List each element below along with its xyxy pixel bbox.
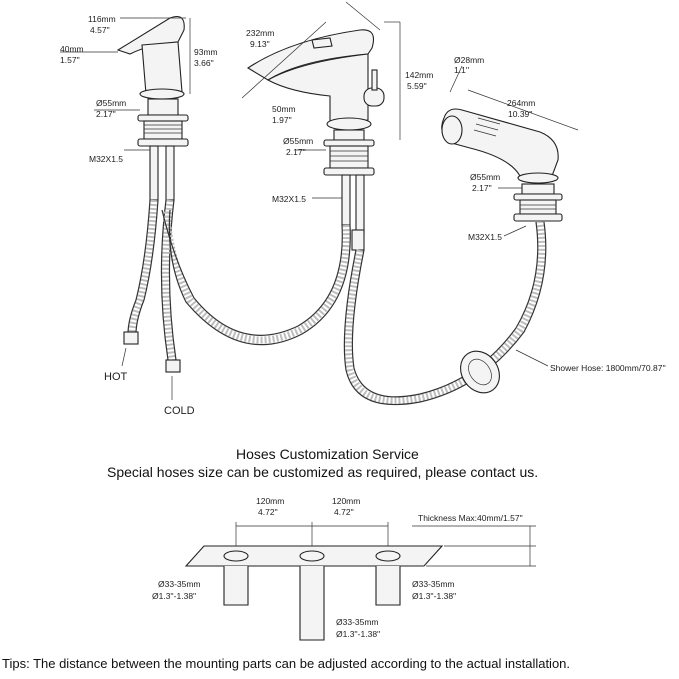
shower-hose-label: Shower Hose: 1800mm/70.87'' (550, 363, 666, 373)
tips-text: Tips: The distance between the mounting … (2, 656, 570, 671)
base1-in: 2.17'' (96, 109, 116, 119)
handle-diameter-mm: Ø28mm (454, 55, 484, 65)
spout2-depth-in: 1.97'' (272, 115, 292, 125)
spout1-width-in: 4.57'' (90, 25, 110, 35)
spout1-depth-mm: 40mm (60, 44, 84, 54)
small-spout (116, 15, 189, 201)
spout2-depth-mm: 50mm (272, 104, 296, 114)
large-spout (246, 29, 385, 236)
shower-length-mm: 264mm (507, 98, 535, 108)
customization-title: Hoses Customization Service (236, 446, 419, 462)
thickness-label: Thickness Max:40mm/1.57'' (418, 513, 523, 523)
base2-in: 2.17'' (286, 147, 306, 157)
hole-mid-mm: Ø33-35mm (336, 617, 379, 627)
hole-mid-in: Ø1.3''-1.38'' (336, 629, 381, 639)
thread1-label: M32X1.5 (89, 154, 123, 164)
spout1-depth-in: 1.57'' (60, 55, 80, 65)
spout1-width-mm: 116mm (88, 14, 116, 24)
shower-hose (343, 221, 547, 406)
hot-label: HOT (104, 371, 128, 383)
hole-left-in: Ø1.3''-1.38'' (152, 591, 197, 601)
spout1-height-mm: 93mm (194, 47, 218, 57)
spacing1-in: 4.72'' (258, 507, 278, 517)
spacing2-mm: 120mm (332, 496, 360, 506)
spout2-width-in: 9.13'' (250, 39, 270, 49)
spout2-height-in: 5.59'' (407, 81, 427, 91)
cold-label: COLD (164, 405, 195, 417)
customization-subtitle: Special hoses size can be customized as … (107, 464, 538, 480)
base2-mm: Ø55mm (283, 136, 313, 146)
spacing1-mm: 120mm (256, 496, 284, 506)
base3-in: 2.17'' (472, 183, 492, 193)
hole-right-mm: Ø33-35mm (412, 579, 455, 589)
base3-mm: Ø55mm (470, 172, 500, 182)
thread2-label: M32X1.5 (272, 194, 306, 204)
hole-left-mm: Ø33-35mm (158, 579, 201, 589)
spout2-height-mm: 142mm (405, 70, 433, 80)
base1-mm: Ø55mm (96, 98, 126, 108)
spout1-height-in: 3.66'' (194, 58, 214, 68)
shower-length-in: 10.39'' (508, 109, 533, 119)
spacing2-in: 4.72'' (334, 507, 354, 517)
hole-right-in: Ø1.3''-1.38'' (412, 591, 457, 601)
supply-hoses (123, 199, 365, 373)
thread3-label: M32X1.5 (468, 232, 502, 242)
handle-diameter-in: 1.1'' (454, 65, 469, 75)
spout2-width-mm: 232mm (246, 28, 274, 38)
mounting-plate (184, 545, 444, 641)
shower-head (441, 108, 563, 222)
